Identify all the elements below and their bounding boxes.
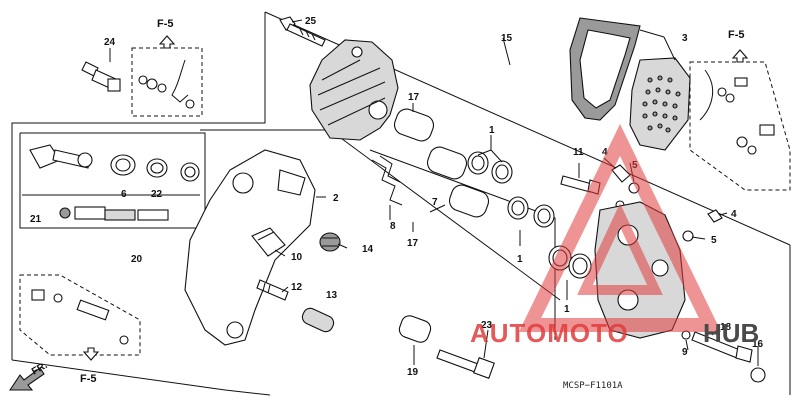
part-13-sleeve [301,307,335,333]
part-1-seals [467,151,592,279]
callout-11: 11 [573,147,584,158]
bracket-kit [29,144,200,221]
callout-8: 8 [390,221,396,232]
part-14-boot [319,232,341,252]
part-23-bolt [436,349,495,379]
part-24-bolt [81,61,121,92]
fref-box-right: F-5 [689,29,791,191]
fref-top-hose [138,59,195,109]
callout-1c: 1 [564,304,570,315]
callout-17a: 17 [408,92,420,103]
part-19-pin [398,315,432,343]
callout-10: 10 [291,252,303,263]
watermark-text-dark: HUB [703,318,759,348]
diagram-code: MCSP−F1101A [563,381,623,391]
callout-1a: 1 [489,125,495,136]
fref-box-bottom: F-5 [19,274,141,385]
callout-20: 20 [131,254,143,265]
callout-18: 18 [720,322,732,333]
callout-13: 13 [326,290,338,301]
part-2-bracket [184,149,316,346]
fref-label-right: F-5 [728,29,745,41]
fref-label-bottom: F-5 [80,373,97,385]
fref-right-hose [699,69,775,155]
callout-1b: 1 [517,254,523,265]
part-3-pads [569,17,691,151]
pad-friction-dots [642,75,681,133]
callout-19: 19 [407,367,419,378]
fr-arrow: FR. [8,360,50,391]
callout-4b: 4 [731,209,737,220]
callout-12: 12 [291,282,303,293]
part-15-bracket [309,39,399,141]
part-18-bolt [681,330,766,383]
watermark-logo: AUTOMOTO HUB [470,123,759,348]
part-17-pins [393,108,490,218]
part-8-clip [371,155,403,206]
callout-22: 22 [151,189,163,200]
callout-14: 14 [362,244,374,255]
callout-24: 24 [104,37,116,48]
callout-6: 6 [121,189,127,200]
callout-9: 9 [682,347,688,358]
part-12-pin [256,279,289,301]
callout-21: 21 [30,214,42,225]
callout-17b: 17 [407,238,419,249]
part-10-clip [251,227,286,257]
watermark-text-red: AUTOMOTO [470,318,629,348]
callout-23: 23 [481,320,493,331]
part-25-bolt [279,16,326,47]
callout-3: 3 [682,33,688,44]
watermark-triangle-icon [518,123,722,332]
fref-bottom-hose [31,289,129,345]
callout-25: 25 [305,16,317,27]
fref-box-top: F-5 [131,18,203,117]
callout-16: 16 [752,339,764,350]
fref-label-top: F-5 [157,18,174,30]
callout-15: 15 [501,33,513,44]
callout-4a: 4 [602,147,608,158]
callout-2: 2 [333,193,339,204]
callout-7: 7 [432,197,438,208]
callout-5b: 5 [711,235,717,246]
